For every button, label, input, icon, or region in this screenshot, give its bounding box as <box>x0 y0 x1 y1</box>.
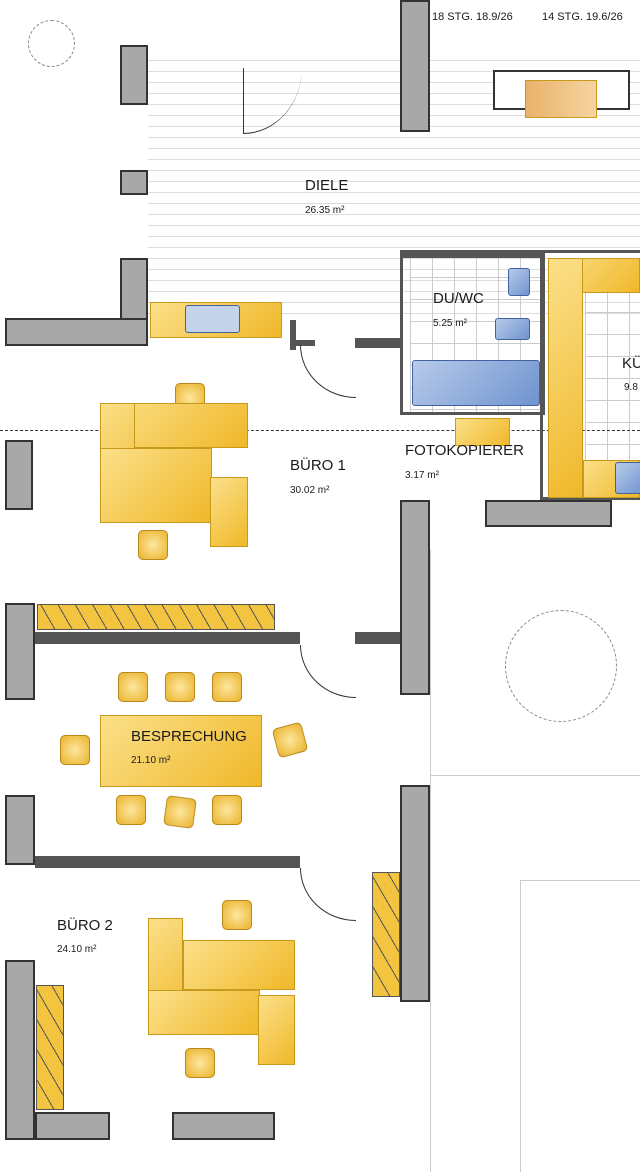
toilet-icon <box>495 318 530 340</box>
chair <box>165 672 195 702</box>
wall <box>35 856 300 868</box>
room-area: 9.8 <box>624 382 638 393</box>
wall <box>120 170 148 195</box>
chair <box>185 1048 215 1078</box>
kitchen-sink-icon <box>615 462 640 494</box>
tree-icon <box>28 20 75 67</box>
desk <box>183 940 295 990</box>
room-area: 26.35 m² <box>305 205 345 216</box>
bathroom-walls <box>400 250 545 415</box>
chair <box>271 721 309 759</box>
room-area: 3.17 m² <box>405 470 439 481</box>
wall <box>5 603 35 700</box>
chair <box>116 795 146 825</box>
kitchen-counter <box>548 258 583 498</box>
chair <box>60 735 90 765</box>
stair-label: 14 STG. 19.6/26 <box>542 11 623 23</box>
chair <box>163 795 197 829</box>
stair-label: 18 STG. 18.9/26 <box>432 11 513 23</box>
tree-icon <box>505 610 617 722</box>
axis-line <box>0 430 640 431</box>
wall <box>172 1112 275 1140</box>
terrace-edge <box>430 775 640 776</box>
wall <box>400 500 430 695</box>
chair <box>138 530 168 560</box>
wall <box>5 795 35 865</box>
room-area: 21.10 m² <box>131 755 171 766</box>
shelf <box>372 872 400 997</box>
wall <box>120 45 148 105</box>
kitchen-walls <box>540 250 640 500</box>
shelf <box>37 604 275 630</box>
desk <box>148 990 260 1035</box>
wall <box>355 632 400 644</box>
room-name: FOTOKOPIERER <box>405 442 524 459</box>
wall <box>485 500 612 527</box>
shelf <box>36 985 64 1110</box>
door[interactable] <box>300 645 356 698</box>
photocopier <box>455 418 510 446</box>
shower-tray <box>412 360 540 406</box>
chair <box>212 795 242 825</box>
washbasin-icon <box>508 268 530 296</box>
wall <box>290 320 296 350</box>
room-area: 5.25 m² <box>433 318 467 329</box>
meeting-table <box>100 715 262 787</box>
wall <box>5 960 35 1140</box>
wall <box>290 340 315 346</box>
wall <box>5 440 33 510</box>
cabinet <box>210 477 248 547</box>
room-name: KÜ <box>622 355 640 372</box>
door[interactable] <box>300 345 356 398</box>
cabinet <box>258 995 295 1065</box>
wall <box>120 258 148 320</box>
kitchen-tiles <box>585 290 640 460</box>
wall <box>400 0 430 132</box>
room-name: BESPRECHUNG <box>131 728 247 745</box>
wall <box>35 1112 110 1140</box>
room-name: BÜRO 2 <box>57 917 113 934</box>
room-area: 30.02 m² <box>290 485 330 496</box>
door[interactable] <box>300 868 356 921</box>
wall <box>35 632 300 644</box>
room-area: 24.10 m² <box>57 944 97 955</box>
terrace-edge <box>430 550 431 1172</box>
room-name: DIELE <box>305 177 349 194</box>
terrace-edge <box>520 880 640 1172</box>
stair-lift <box>525 80 597 118</box>
room-name: BÜRO 1 <box>290 457 346 474</box>
chair <box>118 672 148 702</box>
wall <box>5 318 148 346</box>
desk <box>100 448 212 523</box>
wall <box>355 338 400 348</box>
chair <box>222 900 252 930</box>
room-name: DU/WC <box>433 290 484 307</box>
chair <box>212 672 242 702</box>
sink-icon <box>185 305 240 333</box>
wall <box>400 785 430 1002</box>
